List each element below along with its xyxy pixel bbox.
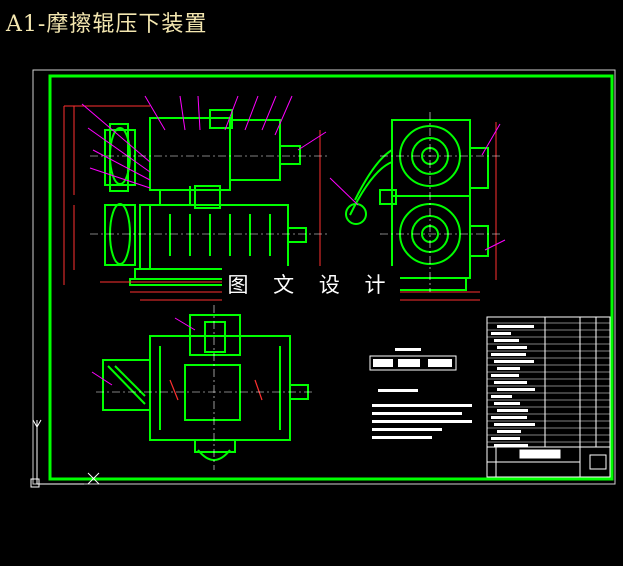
parts-list-rows <box>487 322 610 447</box>
parts-list-cell <box>491 374 519 377</box>
parts-list-cell <box>497 367 520 370</box>
front-view-leaders <box>81 95 327 189</box>
plan-view-details <box>169 379 263 401</box>
parts-list-cell <box>491 416 527 419</box>
parts-list-cell <box>494 402 520 405</box>
crosshair-icon <box>87 472 100 485</box>
watermark-label: 图 文 设 计 <box>222 266 400 302</box>
side-view <box>345 119 489 291</box>
ucs-icon <box>30 419 84 488</box>
parts-list-cell <box>491 437 520 440</box>
parts-list-cell <box>494 360 534 363</box>
parts-list-cell <box>494 381 527 384</box>
side-view-leaders <box>329 123 506 251</box>
parts-list-cell <box>497 346 527 349</box>
parts-list-cell <box>491 332 511 335</box>
parts-list-cell <box>494 444 528 447</box>
sheet-outer-border <box>32 69 616 485</box>
parts-list-cell <box>491 395 512 398</box>
parts-list-cell <box>497 409 528 412</box>
parts-list-cell <box>494 339 519 342</box>
drawing-frame <box>48 74 614 481</box>
front-view-centerlines <box>90 155 330 235</box>
plan-view <box>102 314 309 461</box>
side-view-centerlines <box>380 112 500 292</box>
plan-view-leaders <box>91 317 196 386</box>
technical-requirements <box>369 348 472 439</box>
parts-list-cell <box>497 325 534 328</box>
parts-list-table <box>486 316 611 478</box>
title-block <box>487 447 607 477</box>
parts-list-cell <box>497 430 521 433</box>
drawing-title: A1-摩擦辊压下装置 <box>6 12 208 37</box>
parts-list-cell <box>491 353 526 356</box>
front-view <box>104 109 307 286</box>
parts-list-cell <box>494 423 535 426</box>
plan-view-centerlines <box>96 305 312 470</box>
parts-list-cell <box>497 388 535 391</box>
